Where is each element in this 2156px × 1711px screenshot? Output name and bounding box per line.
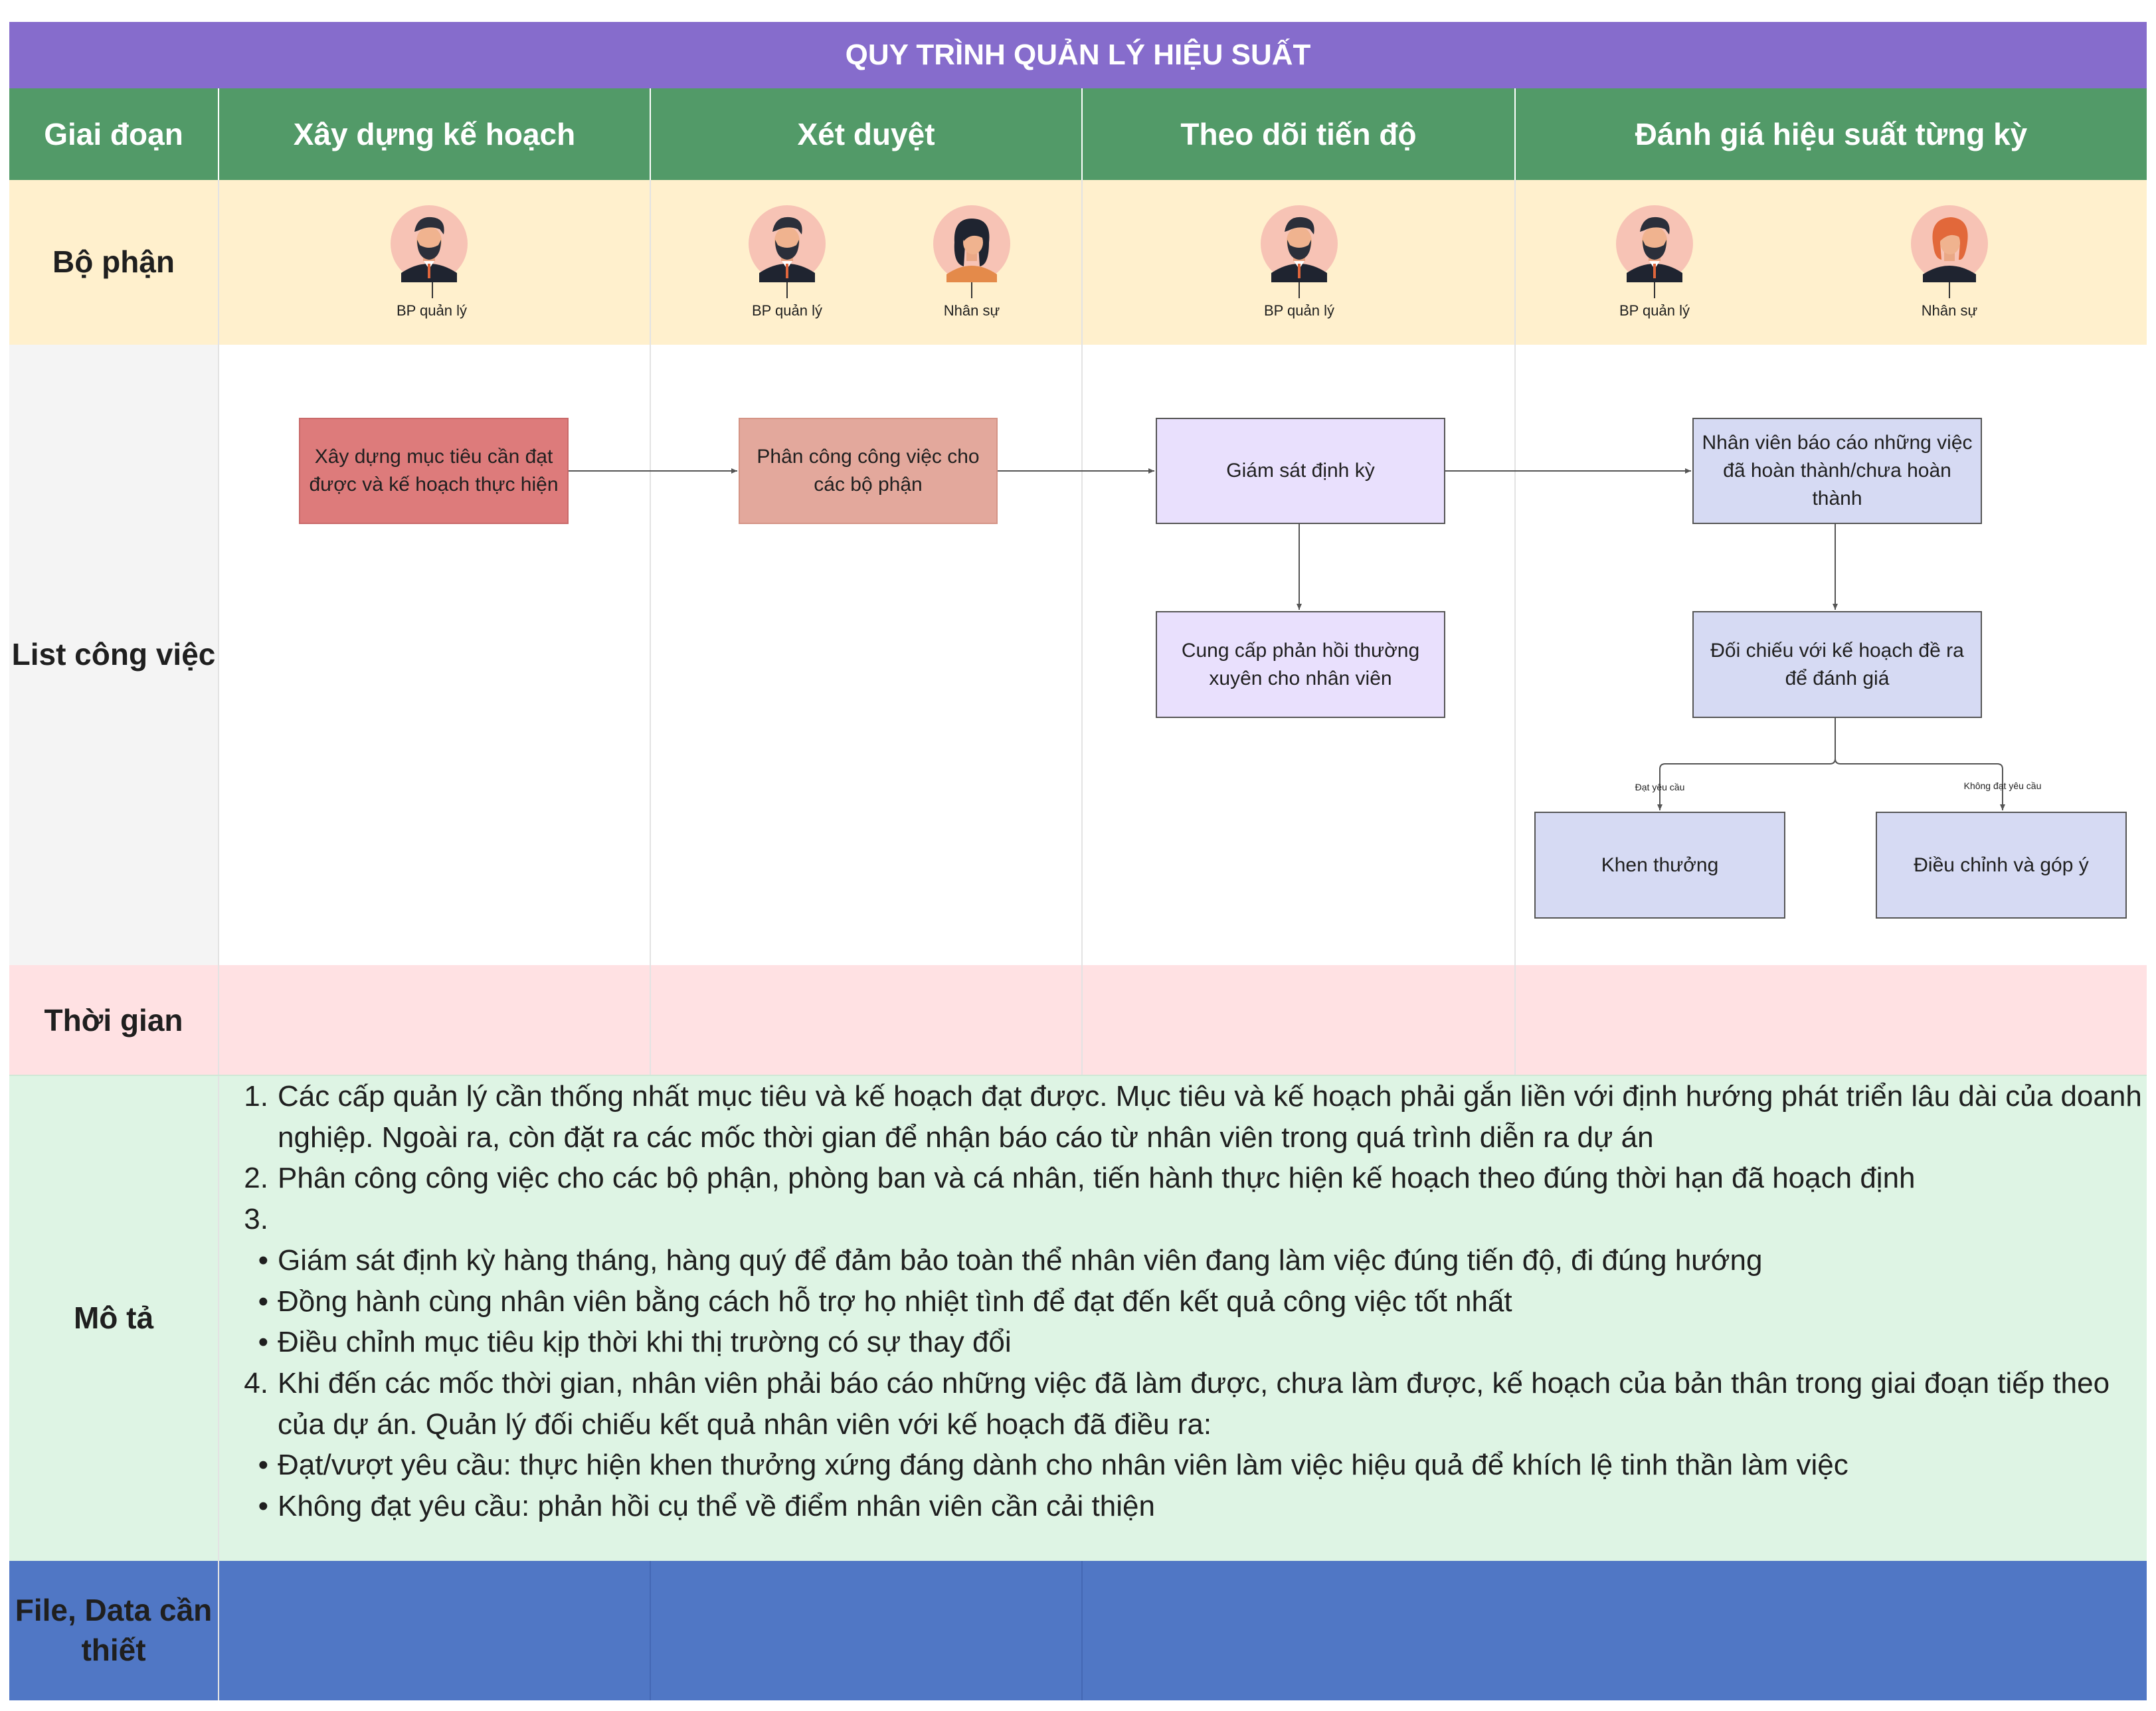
role-label: BP quản lý <box>751 302 822 319</box>
row-label-time: Thời gian <box>44 1002 183 1037</box>
manager-avatar-icon <box>1261 205 1338 282</box>
role-label: Nhân sự <box>1921 302 1978 319</box>
description-bullet: •Đạt/vượt yêu cầu: thực hiện khen thưởng… <box>258 1449 1848 1482</box>
header-stage-evaluation: Đánh giá hiệu suất từng kỳ <box>1516 88 2147 180</box>
task-assign-work: Phân công công việc cho các bộ phận <box>739 418 998 524</box>
row-label-tasks: List công việc <box>11 637 216 672</box>
description-item: 2.Phân công công việc cho các bộ phận, p… <box>244 1162 1916 1195</box>
department-row <box>9 180 2147 345</box>
task-build-goals: Xây dựng mục tiêu cần đạt được và kế hoạ… <box>299 418 569 524</box>
description-item: 4.Khi đến các mốc thời gian, nhân viên p… <box>244 1366 2110 1441</box>
role-label: BP quản lý <box>1263 302 1334 319</box>
header-stage-label: Giai đoạn <box>9 88 218 180</box>
connector-branch-met <box>1657 718 1836 810</box>
manager-avatar-icon <box>749 205 826 282</box>
time-row <box>9 965 2147 1076</box>
column-divider <box>1081 1561 1083 1700</box>
task-feedback: Cung cấp phản hồi thường xuyên cho nhân … <box>1156 611 1445 718</box>
task-reward: Khen thưởng <box>1534 812 1785 919</box>
column-divider <box>218 180 219 1700</box>
hr-avatar-icon <box>1911 205 1988 282</box>
column-divider <box>1514 180 1516 1076</box>
branch-label-met: Đạt yêu cầu <box>1635 782 1685 792</box>
row-label-description: Mô tả <box>73 1301 154 1336</box>
role-label: BP quản lý <box>396 302 467 319</box>
diagram-title: QUY TRÌNH QUẢN LÝ HIỆU SUẤT <box>9 22 2147 88</box>
description-bullet: •Đồng hành cùng nhân viên bằng cách hỗ t… <box>258 1285 1512 1318</box>
hr-avatar-icon <box>933 205 1010 282</box>
description-item: 3. <box>244 1203 268 1236</box>
branch-label-not-met: Không đạt yêu cầu <box>1963 780 2042 791</box>
header-stage-review: Xét duyệt <box>651 88 1081 180</box>
description-bullet: •Giám sát định kỳ hàng tháng, hàng quý đ… <box>258 1243 1763 1277</box>
column-divider <box>650 1561 651 1700</box>
role-label: Nhân sự <box>943 302 1000 319</box>
column-divider <box>650 180 651 1076</box>
description-bullet: •Không đạt yêu cầu: phản hồi cụ thể về đ… <box>258 1490 1155 1523</box>
row-label-files: File, Data cần thiết <box>15 1593 213 1667</box>
role-pointer <box>786 282 788 298</box>
task-adjust: Điều chỉnh và góp ý <box>1876 812 2127 919</box>
manager-avatar-icon <box>391 205 468 282</box>
column-divider <box>1081 180 1083 1076</box>
role-pointer <box>1299 282 1300 298</box>
description-row <box>9 1076 2147 1561</box>
role-pointer <box>1949 282 1950 298</box>
task-compare-plan: Đối chiếu với kế hoạch đề ra để đánh giá <box>1692 611 1982 718</box>
role-pointer <box>971 282 972 298</box>
row-divider <box>9 1075 2147 1076</box>
files-row <box>9 1561 2147 1700</box>
description-list: 1.Các cấp quản lý cần thống nhất mục tiê… <box>219 1076 2145 1527</box>
tasks-label-cell <box>9 345 218 965</box>
header-stage-plan: Xây dựng kế hoạch <box>219 88 650 180</box>
description-bullet: •Điều chỉnh mục tiêu kịp thời khi thị tr… <box>258 1326 1012 1359</box>
task-periodic-monitoring: Giám sát định kỳ <box>1156 418 1445 524</box>
role-pointer <box>1654 282 1655 298</box>
row-label-department: Bộ phận <box>52 244 175 280</box>
role-pointer <box>432 282 433 298</box>
description-item: 1.Các cấp quản lý cần thống nhất mục tiê… <box>244 1080 2142 1154</box>
header-stage-tracking: Theo dõi tiến độ <box>1083 88 1514 180</box>
task-employee-report: Nhân viên báo cáo những việc đã hoàn thà… <box>1692 418 1982 524</box>
manager-avatar-icon <box>1616 205 1693 282</box>
role-label: BP quản lý <box>1619 302 1690 319</box>
